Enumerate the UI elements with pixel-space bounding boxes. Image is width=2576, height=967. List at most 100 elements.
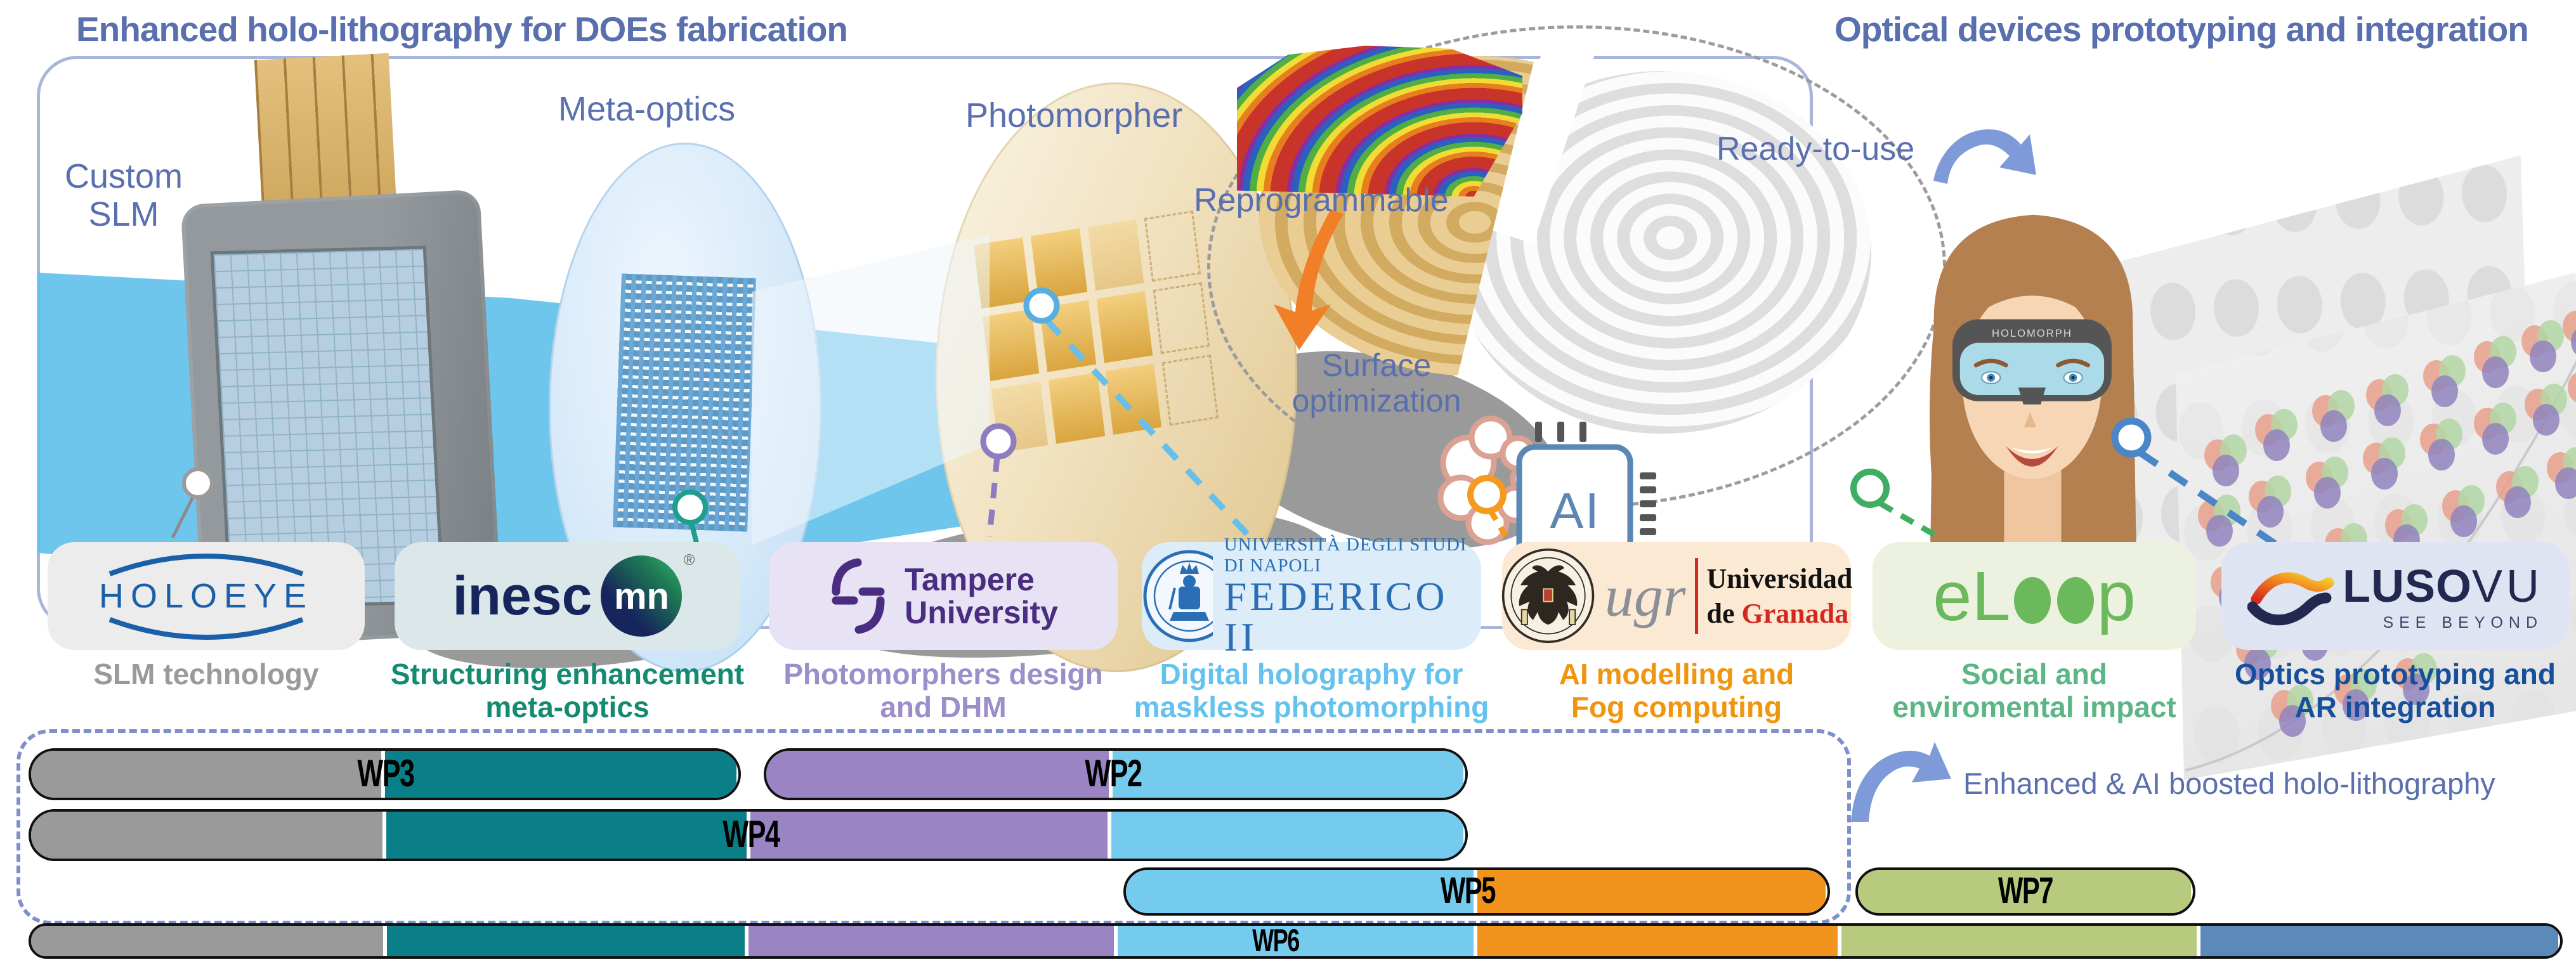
rgb-cluster bbox=[2521, 320, 2566, 372]
wp-segment-steel_blue bbox=[2200, 926, 2558, 956]
wp-segment-purple bbox=[766, 751, 1109, 798]
blue-arrow-note bbox=[1851, 742, 1951, 822]
wp-segment-teal bbox=[387, 926, 745, 956]
card-federico: UNIVERSITÀ DEGLI STUDI DI NAPOLI FEDERIC… bbox=[1142, 535, 1481, 658]
label-photomorpher: Photomorpher bbox=[965, 96, 1183, 134]
wp-segment-light_blue bbox=[1112, 751, 1464, 798]
title-right: Optical devices prototyping and integrat… bbox=[1834, 10, 2529, 49]
wp-label-wp2: WP2 bbox=[1085, 752, 1142, 795]
federico-seal bbox=[1143, 550, 1213, 642]
rgb-cluster bbox=[2363, 438, 2407, 490]
card-lusovu: LUSO VU SEE BEYOND bbox=[2221, 542, 2569, 650]
wp-segment-light_blue bbox=[1125, 870, 1474, 913]
card-eloop: eL p bbox=[1873, 542, 2196, 650]
pin-holoeye bbox=[182, 467, 214, 499]
rgb-cluster bbox=[2366, 374, 2410, 426]
rgb-cluster bbox=[2420, 419, 2464, 471]
wp-label-wp3: WP3 bbox=[357, 752, 415, 795]
rgb-cluster bbox=[2547, 447, 2576, 499]
wp-label-wp7: WP7 bbox=[1997, 870, 2054, 912]
rgb-cluster bbox=[2334, 669, 2379, 721]
rgb-cluster bbox=[2306, 457, 2350, 509]
wp-segment-gray bbox=[31, 812, 383, 859]
pin-inesc bbox=[672, 490, 708, 525]
wp-segment-light_blue bbox=[1118, 926, 1474, 956]
label-reprogrammable: Reprogrammable bbox=[1194, 182, 1449, 219]
wp-bar-wp2: WP2 bbox=[763, 748, 1468, 800]
ai-chip-icon: AI bbox=[1437, 415, 1656, 595]
orange-arrow bbox=[1274, 209, 1344, 350]
wp-bar-wp6: WP6 bbox=[29, 923, 2563, 959]
wp-bar-wp7: WP7 bbox=[1855, 867, 2195, 916]
pin-eloop bbox=[1850, 469, 1890, 508]
label-ready-to-use: Ready-to-use bbox=[1716, 131, 1915, 167]
wp-segment-orange bbox=[1477, 926, 1838, 956]
blue-arrow-top bbox=[1933, 129, 2036, 184]
rgb-cluster bbox=[2255, 409, 2299, 461]
pin-tampere bbox=[980, 423, 1017, 460]
lusovu-swoosh bbox=[2247, 572, 2334, 625]
holoeye-logo: HOLOEYE bbox=[98, 548, 314, 644]
title-left: Enhanced holo-lithography for DOEs fabri… bbox=[76, 10, 848, 49]
wp-segment-olive bbox=[1858, 870, 2191, 913]
card-ugr: ugr Universidad de Granada bbox=[1501, 542, 1852, 650]
rgb-cluster bbox=[2442, 485, 2487, 537]
rgb-cluster bbox=[2423, 355, 2468, 407]
wp-bar-wp3: WP3 bbox=[29, 748, 741, 800]
rgb-cluster bbox=[2249, 476, 2293, 528]
rgb-cluster bbox=[2496, 466, 2540, 518]
wp-segment-teal bbox=[386, 812, 747, 859]
wp-segment-light_blue bbox=[1111, 812, 1464, 859]
card-inesc: inesc mn ® bbox=[395, 542, 740, 650]
inesc-logo: inesc mn ® bbox=[453, 552, 695, 637]
wp-bar-wp4: WP4 bbox=[29, 809, 1468, 861]
wp-segment-purple bbox=[749, 926, 1115, 956]
wp-segment-orange bbox=[1477, 870, 1826, 913]
federico-logo: UNIVERSITÀ DEGLI STUDI DI NAPOLI FEDERIC… bbox=[1142, 535, 1481, 658]
ugr-logo: ugr Universidad de Granada bbox=[1501, 548, 1852, 644]
rgb-cluster bbox=[2312, 390, 2357, 442]
caption-holoeye: SLM technology bbox=[93, 658, 319, 691]
wp-segment-gray bbox=[31, 751, 382, 798]
wp-bar-wp5: WP5 bbox=[1123, 867, 1831, 916]
rgb-cluster bbox=[2474, 403, 2518, 455]
wp-dashed-outline bbox=[16, 729, 1851, 925]
pin-federico bbox=[1023, 287, 1060, 324]
wp-segment-olive bbox=[1841, 926, 2197, 956]
rgb-cluster bbox=[2474, 336, 2518, 388]
wp-label-wp5: WP5 bbox=[1441, 870, 1496, 912]
rgb-cluster bbox=[2525, 384, 2569, 436]
rgb-cluster bbox=[2204, 434, 2249, 486]
rgb-cluster bbox=[2271, 685, 2315, 737]
lusovu-logo: LUSO VU SEE BEYOND bbox=[2247, 561, 2543, 632]
label-meta-optics: Meta-optics bbox=[558, 90, 736, 128]
wp-label-wp6: WP6 bbox=[1252, 923, 1300, 958]
pin-lusovu bbox=[2111, 417, 2152, 458]
wp-segment-purple bbox=[750, 812, 1108, 859]
eloop-logo: eL p bbox=[1933, 557, 2136, 635]
rgb-cluster bbox=[2395, 653, 2439, 705]
wp-note: Enhanced & AI boosted holo-lithography bbox=[1963, 767, 2495, 800]
rgb-cluster bbox=[2563, 306, 2576, 358]
pin-ugr bbox=[1467, 475, 1507, 514]
ai-chip-label: AI bbox=[1550, 483, 1600, 539]
tampere-glyph bbox=[832, 558, 885, 634]
wp-segment-teal bbox=[385, 751, 736, 798]
wp-label-wp4: WP4 bbox=[722, 813, 780, 856]
rgb-cluster bbox=[2568, 367, 2576, 417]
ugr-seal bbox=[1501, 548, 1594, 644]
ar-glasses-brand-label: HOLOMORPH bbox=[1992, 327, 2072, 339]
card-holoeye: HOLOEYE bbox=[48, 542, 365, 650]
